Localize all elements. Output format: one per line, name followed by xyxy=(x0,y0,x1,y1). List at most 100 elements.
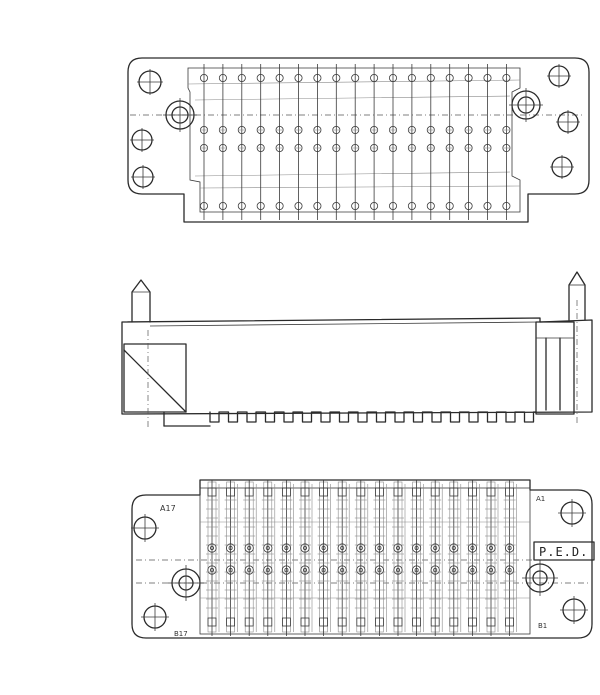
contact-pin xyxy=(483,201,492,210)
contact-pin xyxy=(393,543,403,553)
contact-pin xyxy=(263,543,273,553)
contact-pin xyxy=(263,565,273,575)
contact-pin xyxy=(300,543,310,553)
contact-pin xyxy=(449,543,459,553)
contact-pad xyxy=(263,487,273,497)
contact-pad xyxy=(486,617,496,627)
contact-pad xyxy=(505,487,515,497)
contact-pad xyxy=(244,487,254,497)
contact-pin xyxy=(281,565,291,575)
contact-pin xyxy=(294,201,303,210)
contact-pin xyxy=(407,201,416,210)
contact-pin xyxy=(244,565,254,575)
contact-pad xyxy=(207,487,217,497)
contact-pin xyxy=(388,74,397,83)
contact-pad xyxy=(393,617,403,627)
bottom-view: A17 A1 B17 B1 P.E.D. xyxy=(131,479,595,639)
contact-pin xyxy=(207,543,217,553)
contact-pin xyxy=(486,565,496,575)
label-b17: B17 xyxy=(174,630,188,638)
contact-pad xyxy=(300,617,310,627)
contact-pin xyxy=(407,74,416,83)
contact-pin xyxy=(294,74,303,83)
label-b1: B1 xyxy=(538,622,547,630)
contact-pin xyxy=(370,74,379,83)
top-view-outline xyxy=(127,57,590,223)
contact-pin xyxy=(449,565,459,575)
contact-pin xyxy=(483,74,492,83)
contact-pin xyxy=(467,543,477,553)
contact-pin xyxy=(502,201,511,210)
contact-pin xyxy=(237,74,246,83)
contact-pin xyxy=(318,565,329,575)
bottom-view-contact-grid xyxy=(206,480,517,636)
contact-pin xyxy=(199,74,208,83)
contact-pin xyxy=(275,201,284,210)
contact-pad xyxy=(281,487,291,497)
contact-pin xyxy=(218,201,227,210)
contact-pin xyxy=(218,74,227,83)
contact-pad xyxy=(412,617,422,627)
contact-pin xyxy=(337,565,347,575)
contact-pin xyxy=(393,565,403,575)
contact-pin xyxy=(351,201,360,210)
contact-pin xyxy=(199,201,208,210)
contact-pad xyxy=(337,617,347,627)
contact-pad xyxy=(486,487,496,497)
contact-pad xyxy=(263,617,273,627)
contact-pad xyxy=(356,487,366,497)
contact-pad xyxy=(356,617,366,627)
contact-pin xyxy=(313,74,322,83)
contact-pad xyxy=(449,487,459,497)
side-view xyxy=(121,271,593,430)
contact-pad xyxy=(412,487,422,497)
contact-pin xyxy=(207,565,217,575)
contact-pad xyxy=(319,487,329,497)
contact-pin xyxy=(486,543,496,553)
contact-pin xyxy=(256,74,265,83)
top-view xyxy=(127,57,590,223)
contact-pin xyxy=(256,201,265,210)
side-view-contact-tails xyxy=(209,411,537,423)
contact-pin xyxy=(332,74,341,83)
contact-pad xyxy=(430,487,440,497)
contact-pad xyxy=(337,487,347,497)
contact-pin xyxy=(445,74,454,83)
contact-pad xyxy=(300,487,310,497)
contact-pin xyxy=(464,201,473,210)
contact-pad xyxy=(226,617,236,627)
contact-pin xyxy=(244,543,254,553)
contact-pin xyxy=(374,543,384,553)
contact-pin xyxy=(467,565,477,575)
contact-pin xyxy=(237,201,246,210)
contact-pin xyxy=(281,543,291,553)
label-ped: P.E.D. xyxy=(539,545,588,559)
contact-pad xyxy=(281,617,291,627)
contact-pin xyxy=(426,74,435,83)
contact-pin xyxy=(374,565,384,575)
top-view-inner-body xyxy=(187,67,521,213)
contact-pad xyxy=(207,617,217,627)
contact-pin xyxy=(411,565,422,575)
contact-pin xyxy=(332,201,341,210)
contact-pad xyxy=(449,617,459,627)
contact-pin xyxy=(504,565,515,575)
contact-pin xyxy=(411,543,422,553)
contact-pad xyxy=(393,487,403,497)
contact-pin xyxy=(388,201,397,210)
ped-marking-box xyxy=(533,541,595,561)
contact-pin xyxy=(464,74,473,83)
contact-pin xyxy=(370,201,379,210)
contact-pad xyxy=(467,487,477,497)
contact-pad xyxy=(505,617,515,627)
contact-pin xyxy=(504,543,515,553)
contact-pin xyxy=(313,201,322,210)
contact-pin xyxy=(426,201,435,210)
label-a17: A17 xyxy=(160,504,176,513)
contact-pin xyxy=(351,74,360,83)
contact-tail-row xyxy=(209,411,537,423)
contact-pin xyxy=(502,74,511,83)
contact-pin xyxy=(430,543,440,553)
contact-pin xyxy=(337,543,347,553)
bottom-view-outline xyxy=(131,479,593,639)
